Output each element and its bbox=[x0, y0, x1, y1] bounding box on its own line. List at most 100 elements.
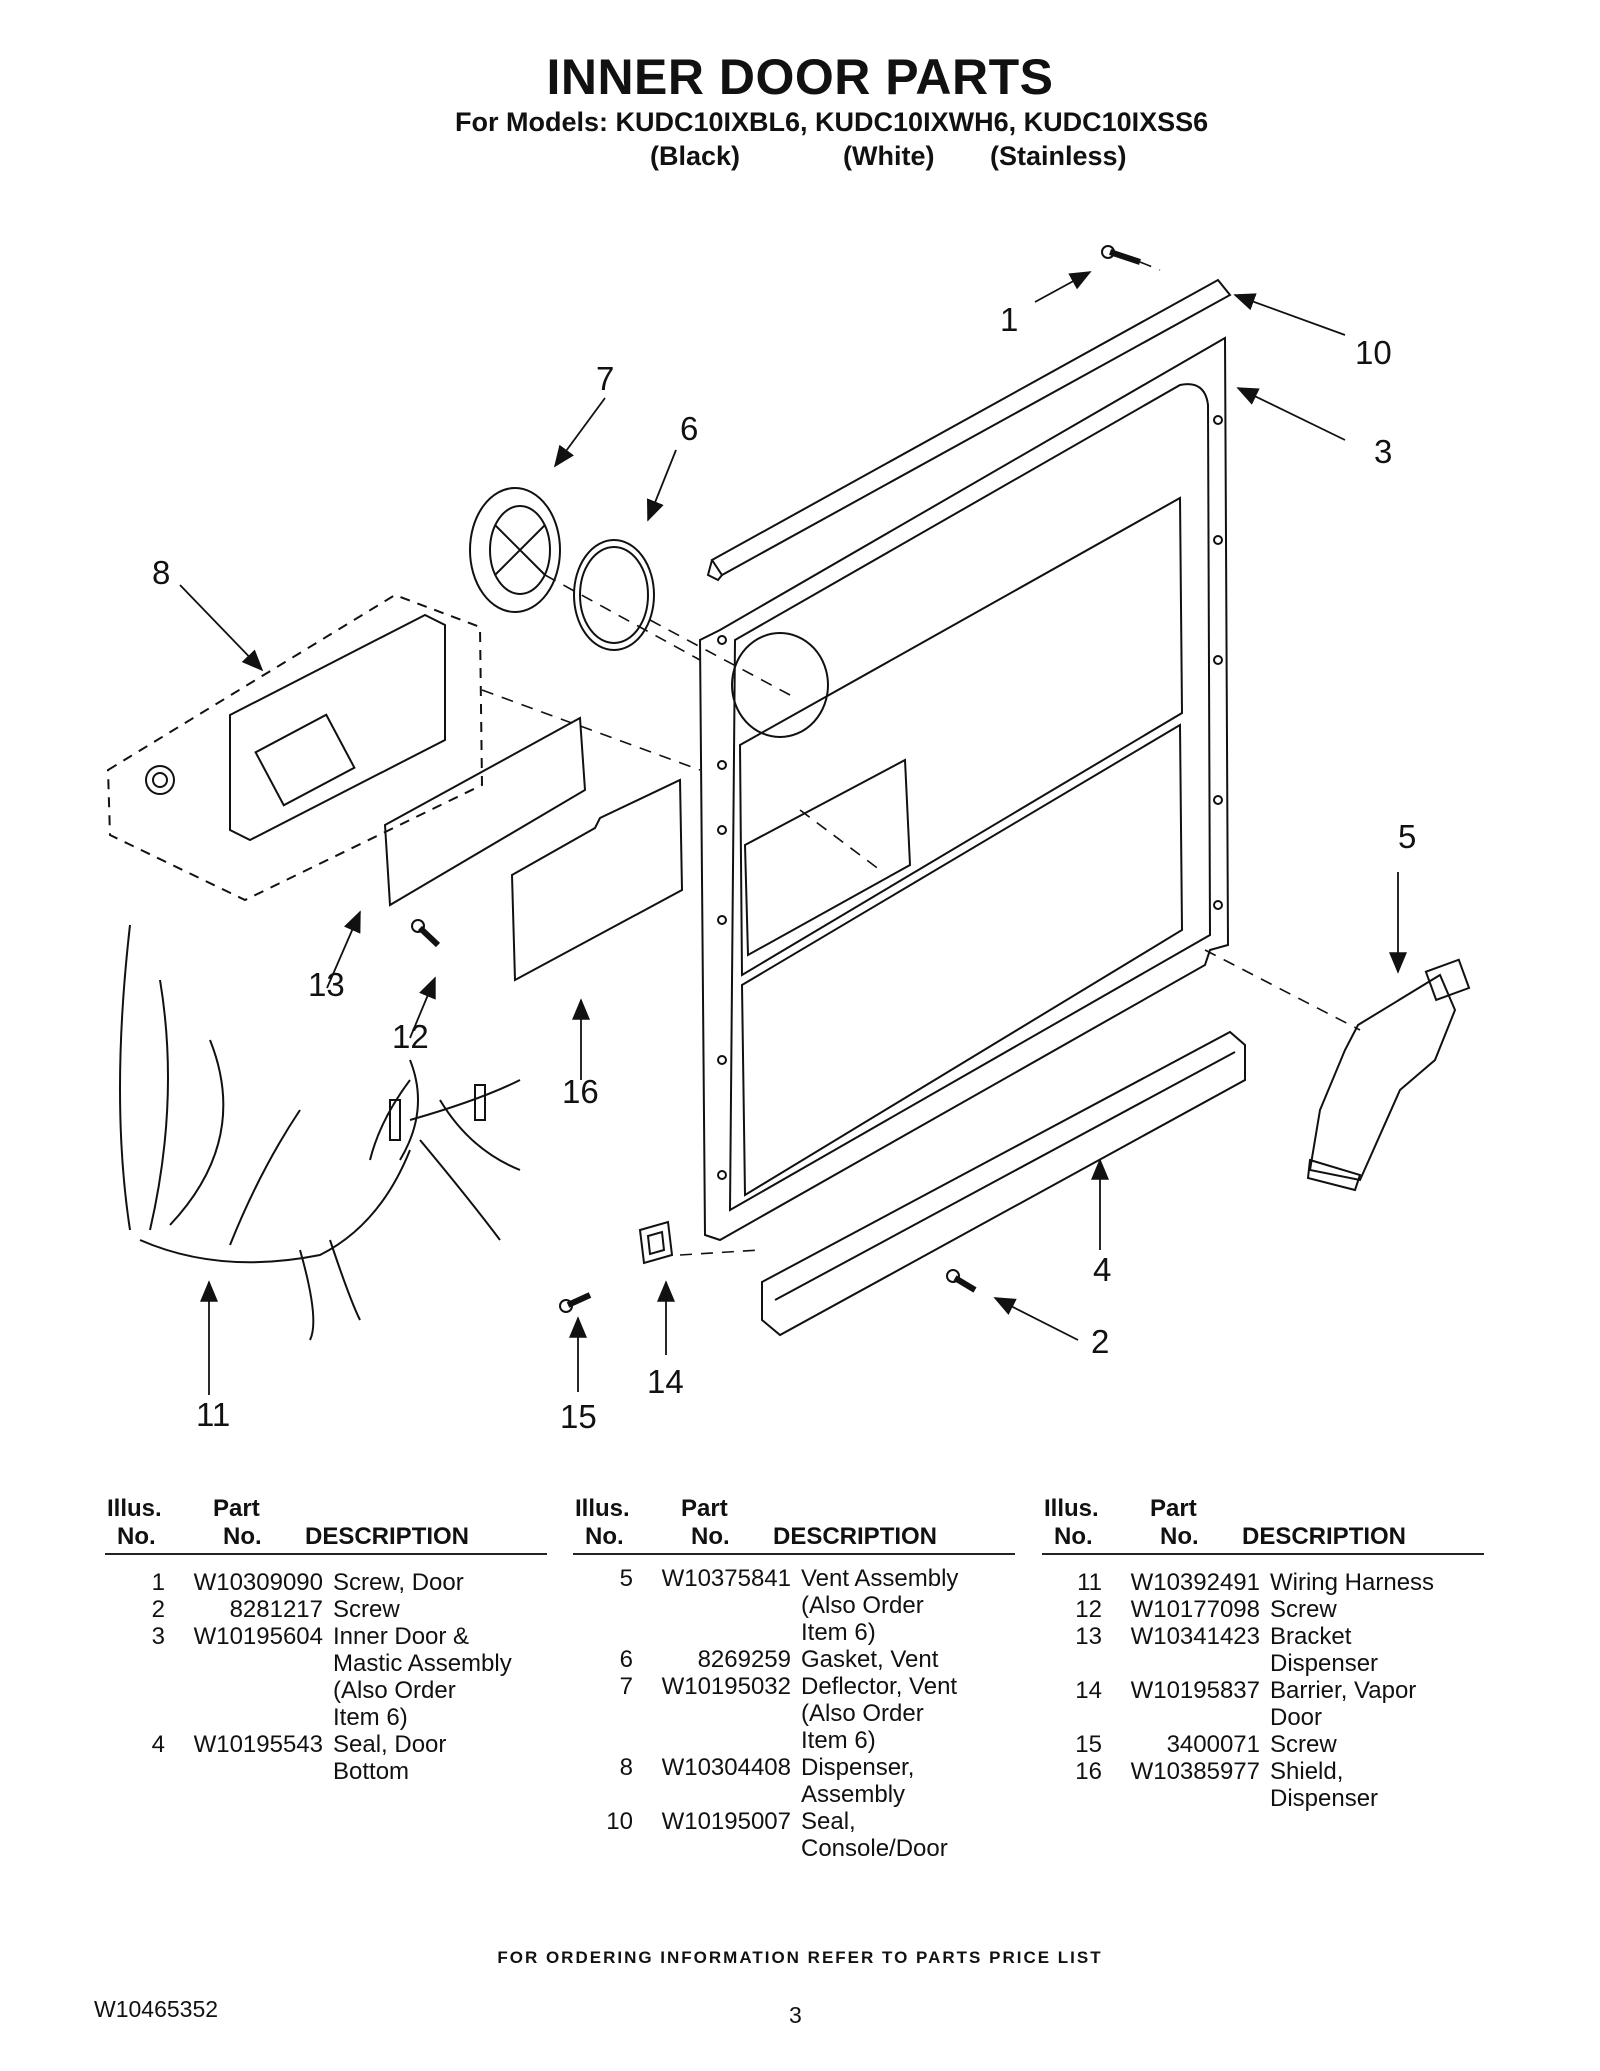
illus-number: 5 bbox=[619, 1565, 633, 1592]
part-number: W10375841 bbox=[661, 1565, 791, 1592]
illus-number: 10 bbox=[606, 1808, 633, 1835]
part-header: Part bbox=[1150, 1495, 1197, 1522]
parts-table-col1: Illus. No. Part No. DESCRIPTION 1 W103090… bbox=[105, 1485, 547, 1785]
illus-number: 8 bbox=[619, 1754, 633, 1781]
parts-table-row: 10 W10195007 Seal, Console/Door bbox=[573, 1808, 1015, 1862]
part-description: Seal, Door Bottom bbox=[333, 1731, 447, 1785]
illus-no-header: No. bbox=[117, 1523, 156, 1550]
parts-table-row: 8 W10304408 Dispenser, Assembly bbox=[573, 1754, 1015, 1808]
part-number: W10195543 bbox=[193, 1731, 323, 1758]
illus-number: 3 bbox=[151, 1623, 165, 1650]
parts-table-row: 6 8269259 Gasket, Vent bbox=[573, 1646, 1015, 1673]
page-number: 3 bbox=[789, 2002, 802, 2028]
parts-table-row: 12 W10177098 Screw bbox=[1042, 1596, 1484, 1623]
models-line: For Models: KUDC10IXBL6, KUDC10IXWH6, KU… bbox=[455, 107, 1209, 137]
illus-number: 2 bbox=[151, 1596, 165, 1623]
callout-16: 16 bbox=[562, 1073, 599, 1110]
part-description: Shield, Dispenser bbox=[1270, 1758, 1379, 1812]
part-number: W10304408 bbox=[661, 1754, 791, 1781]
part-number: W10195032 bbox=[661, 1673, 791, 1700]
callout-11: 11 bbox=[196, 1396, 231, 1433]
part-description: Screw bbox=[1270, 1596, 1337, 1623]
dispenser-bracket bbox=[383, 716, 587, 907]
part-number: W10392491 bbox=[1130, 1569, 1260, 1596]
part-number: W10195007 bbox=[661, 1808, 791, 1835]
parts-table-row: 16 W10385977 Shield, Dispenser bbox=[1042, 1758, 1484, 1812]
callout-8: 8 bbox=[152, 554, 171, 591]
vent-deflector bbox=[469, 487, 561, 613]
part-number: W10195837 bbox=[1130, 1677, 1260, 1704]
part-description: Inner Door & Mastic Assembly (Also Order… bbox=[333, 1623, 512, 1731]
callout-10: 10 bbox=[1355, 334, 1392, 371]
part-header: Part bbox=[681, 1495, 728, 1522]
illus-number: 4 bbox=[151, 1731, 165, 1758]
callout-2: 2 bbox=[1091, 1323, 1110, 1360]
description-header: DESCRIPTION bbox=[1242, 1523, 1407, 1550]
dispenser-assembly bbox=[106, 593, 484, 902]
ordering-note: FOR ORDERING INFORMATION REFER TO PARTS … bbox=[497, 1948, 1103, 1967]
part-description: Gasket, Vent bbox=[801, 1646, 939, 1673]
part-number: 8281217 bbox=[229, 1596, 323, 1623]
part-number: 3400071 bbox=[1166, 1731, 1260, 1758]
callout-13: 13 bbox=[308, 966, 345, 1003]
callout-12: 12 bbox=[392, 1018, 429, 1055]
part-description: Deflector, Vent (Also Order Item 6) bbox=[801, 1673, 958, 1754]
part-description: Bracket Dispenser bbox=[1270, 1623, 1379, 1677]
part-number: 8269259 bbox=[697, 1646, 791, 1673]
document-number: W10465352 bbox=[94, 1996, 219, 2022]
vent-gasket bbox=[573, 539, 655, 651]
door-bottom-seal bbox=[761, 1030, 1246, 1337]
callout-5: 5 bbox=[1398, 818, 1417, 855]
callout-14: 14 bbox=[647, 1363, 684, 1400]
part-description: Screw, Door bbox=[333, 1569, 464, 1596]
part-no-header: No. bbox=[691, 1523, 730, 1550]
callout-6: 6 bbox=[680, 410, 699, 447]
part-description: Barrier, Vapor Door bbox=[1270, 1677, 1417, 1731]
color-white-label: (White) bbox=[843, 141, 935, 171]
parts-table-row: 5 W10375841 Vent Assembly (Also Order Item… bbox=[573, 1565, 1015, 1646]
illus-number: 12 bbox=[1075, 1596, 1102, 1623]
part-description: Vent Assembly (Also Order Item 6) bbox=[801, 1565, 959, 1646]
callout-15: 15 bbox=[560, 1398, 597, 1435]
callout-4: 4 bbox=[1093, 1251, 1112, 1288]
illus-number: 6 bbox=[619, 1646, 633, 1673]
console-seal bbox=[706, 278, 1232, 582]
illus-header: Illus. bbox=[107, 1495, 162, 1522]
part-no-header: No. bbox=[1160, 1523, 1199, 1550]
screw-15 bbox=[559, 1292, 592, 1313]
illus-header: Illus. bbox=[575, 1495, 630, 1522]
parts-table-row: 4 W10195543 Seal, Door Bottom bbox=[105, 1731, 547, 1785]
part-number: W10177098 bbox=[1130, 1596, 1260, 1623]
color-black-label: (Black) bbox=[650, 141, 741, 171]
illus-number: 16 bbox=[1075, 1758, 1102, 1785]
illus-number: 14 bbox=[1075, 1677, 1102, 1704]
part-no-header: No. bbox=[223, 1523, 262, 1550]
part-number: W10385977 bbox=[1130, 1758, 1260, 1785]
illus-number: 1 bbox=[151, 1569, 165, 1596]
parts-table-row: 14 W10195837 Barrier, Vapor Door bbox=[1042, 1677, 1484, 1731]
page-title: INNER DOOR PARTS bbox=[546, 49, 1054, 105]
part-number: W10309090 bbox=[193, 1569, 323, 1596]
part-description: Seal, Console/Door bbox=[801, 1808, 948, 1862]
part-description: Dispenser, Assembly bbox=[801, 1754, 915, 1808]
part-header: Part bbox=[213, 1495, 260, 1522]
callout-7: 7 bbox=[596, 360, 615, 397]
vent-assembly bbox=[1306, 958, 1471, 1192]
illus-number: 11 bbox=[1077, 1569, 1102, 1596]
description-header: DESCRIPTION bbox=[773, 1523, 938, 1550]
illus-number: 13 bbox=[1075, 1623, 1102, 1650]
part-description: Screw bbox=[333, 1596, 400, 1623]
screw-12 bbox=[411, 919, 441, 948]
screw-2 bbox=[946, 1269, 977, 1293]
callout-1: 1 bbox=[1000, 301, 1019, 338]
parts-table-row: 1 W10309090 Screw, Door bbox=[105, 1569, 547, 1596]
description-header: DESCRIPTION bbox=[305, 1523, 470, 1550]
parts-table-row: 11 W10392491 Wiring Harness bbox=[1042, 1569, 1484, 1596]
part-description: Wiring Harness bbox=[1270, 1569, 1435, 1596]
inner-door-panel bbox=[698, 336, 1230, 1242]
